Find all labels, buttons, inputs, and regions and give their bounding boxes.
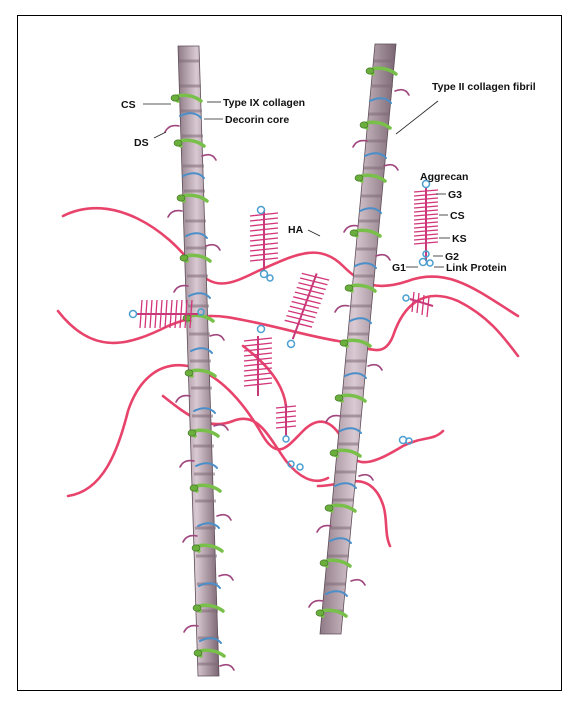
hyaluronan-strand [58,296,518,356]
label-aggrecan: Aggrecan [420,171,468,183]
label-cs-left: CS [121,99,136,111]
aggrecan-molecule [276,404,296,467]
label-link-protein: Link Protein [446,262,507,274]
label-g1: G1 [392,262,406,274]
figure-frame: CS Type IX collagen Decorin core DS Type… [17,15,562,691]
label-type-ix-collagen: Type IX collagen [223,97,305,109]
cartilage-matrix-diagram: CS Type IX collagen Decorin core DS Type… [18,16,562,691]
aggrecan-molecule [244,326,272,397]
aggrecan-molecules [130,181,439,471]
label-cs-right: CS [450,210,465,222]
label-type-ii-collagen-fibril: Type II collagen fibril [432,81,536,93]
label-ks: KS [452,233,467,245]
label-ha: HA [288,224,304,236]
aggrecan-legend-molecule [414,181,438,267]
label-g3: G3 [448,189,462,201]
label-ds: DS [134,137,149,149]
aggrecan-molecule [277,269,330,352]
label-decorin-core: Decorin core [225,114,289,126]
aggrecan-molecule [250,207,278,282]
